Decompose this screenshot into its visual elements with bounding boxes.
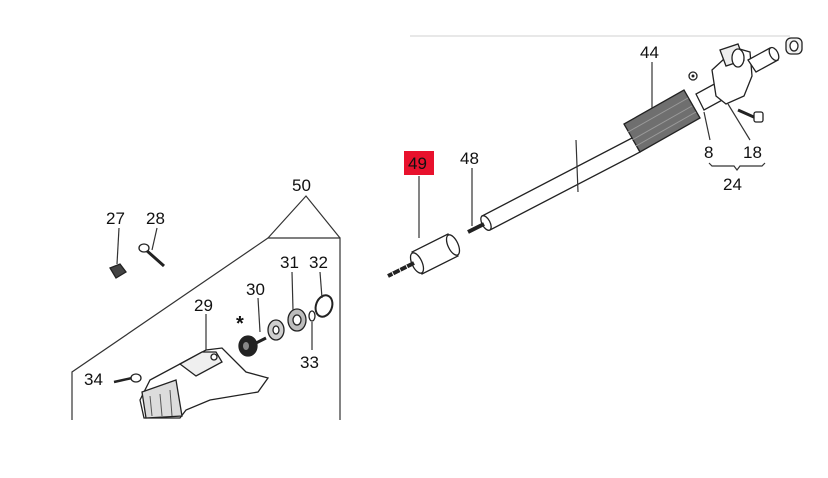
bolt-part-28: [138, 243, 165, 268]
shaft-grip: [623, 89, 701, 153]
part-label-27[interactable]: 27: [106, 209, 125, 228]
ring-part-32: [314, 294, 334, 318]
part-label-29[interactable]: 29: [194, 296, 213, 315]
screw-part-27: [109, 263, 127, 279]
part-label-18[interactable]: 18: [743, 143, 762, 162]
clamp-bolt: [737, 108, 764, 123]
bearing-part-31a: [267, 319, 285, 341]
part-label-star: *: [236, 313, 244, 335]
part-label-30[interactable]: 30: [246, 280, 265, 299]
part-label-34[interactable]: 34: [84, 370, 103, 389]
washer-part-33: [308, 310, 316, 322]
highlight-box-49: [404, 151, 434, 175]
end-cap: [785, 37, 803, 55]
part-label-48[interactable]: 48: [460, 149, 479, 168]
leader-lines: [116, 62, 766, 350]
main-shaft-tube: [480, 137, 641, 231]
part-label-33[interactable]: 33: [300, 353, 319, 372]
handle-clamp: [711, 43, 780, 105]
bushing-part-49: [387, 233, 461, 281]
gear-housing-part-29: [139, 347, 270, 419]
part-label-44[interactable]: 44: [640, 43, 659, 62]
small-nut: [688, 71, 698, 81]
part-label-8[interactable]: 8: [704, 143, 713, 162]
drive-shaft-end: [467, 222, 485, 234]
part-label-32[interactable]: 32: [309, 253, 328, 272]
screw-part-34: [113, 373, 142, 384]
part-label-31[interactable]: 31: [280, 253, 299, 272]
part-label-50[interactable]: 50: [292, 176, 311, 195]
part-label-24[interactable]: 24: [723, 175, 742, 194]
bearing-part-31b: [287, 308, 307, 332]
part-label-49[interactable]: 49: [408, 154, 427, 173]
part-label-28[interactable]: 28: [146, 209, 165, 228]
gear-part-30: [238, 335, 267, 357]
